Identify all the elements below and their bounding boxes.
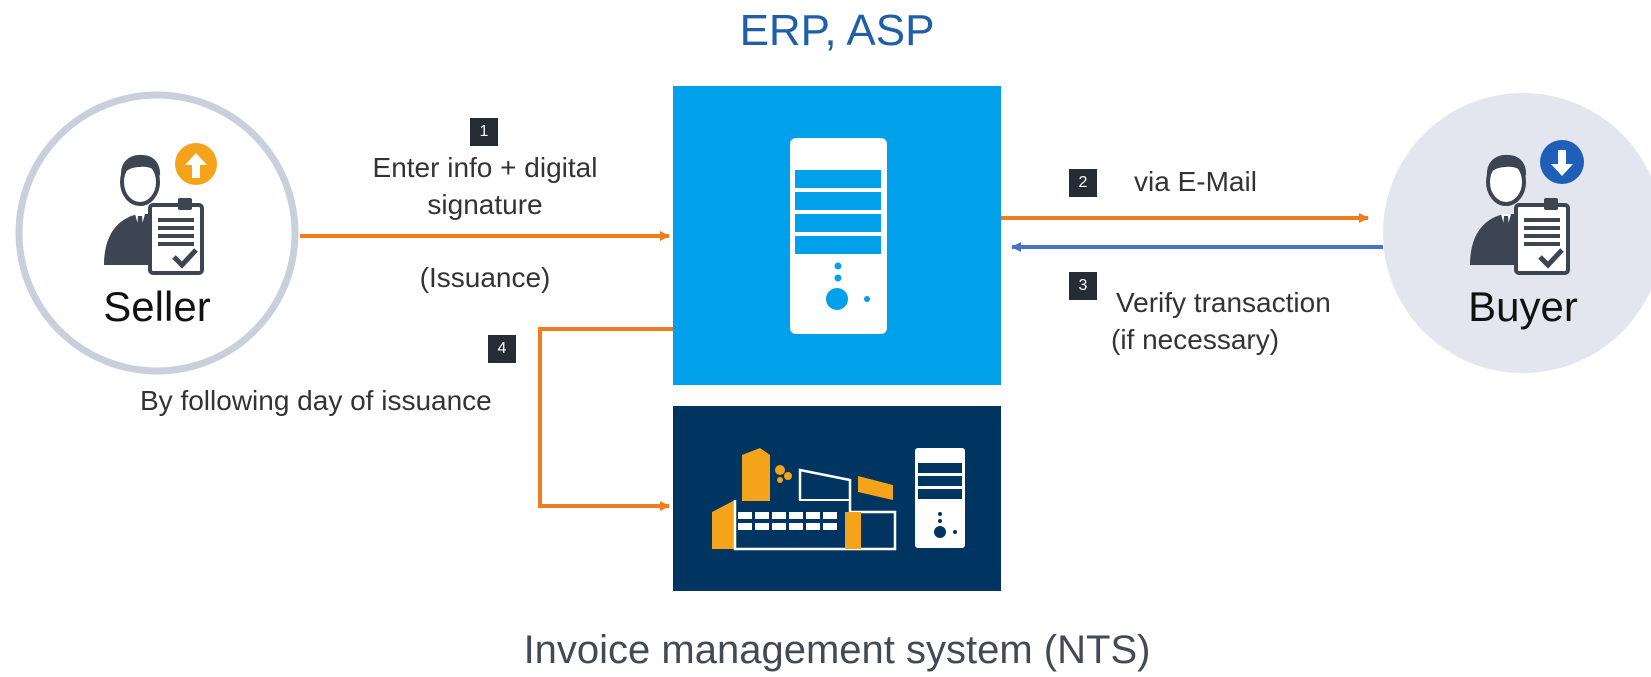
step-1-note: (Issuance)	[419, 262, 551, 293]
seller-label: Seller	[103, 283, 211, 330]
step-1-badge: 1	[470, 118, 498, 146]
step-4-badge: 4	[488, 335, 516, 363]
step-2-label: via E-Mail	[1134, 166, 1257, 197]
buyer-person-icon	[1470, 154, 1570, 275]
step-1-line-1: Enter info + digital	[372, 152, 598, 183]
nts-title: Invoice management system (NTS)	[523, 628, 1151, 672]
server-icon	[790, 138, 887, 334]
step-3-line-2: (if necessary)	[1111, 324, 1280, 355]
nts-server-icon	[915, 448, 965, 548]
seller-upload-icon	[175, 143, 217, 185]
buyer-label: Buyer	[1468, 283, 1578, 330]
step-4-label: By following day of issuance	[140, 385, 492, 416]
buyer-download-icon	[1540, 140, 1584, 184]
seller-person-icon	[104, 154, 204, 275]
step-2-badge: 2	[1069, 169, 1097, 197]
step-3-line-1: Verify transaction	[1116, 287, 1331, 318]
step-1-line-2: signature	[427, 189, 543, 220]
erp-asp-title: ERP, ASP	[739, 6, 935, 55]
transmission-arrow	[538, 327, 673, 511]
nts-building-icon	[712, 448, 897, 551]
step-3-badge: 3	[1069, 272, 1097, 300]
